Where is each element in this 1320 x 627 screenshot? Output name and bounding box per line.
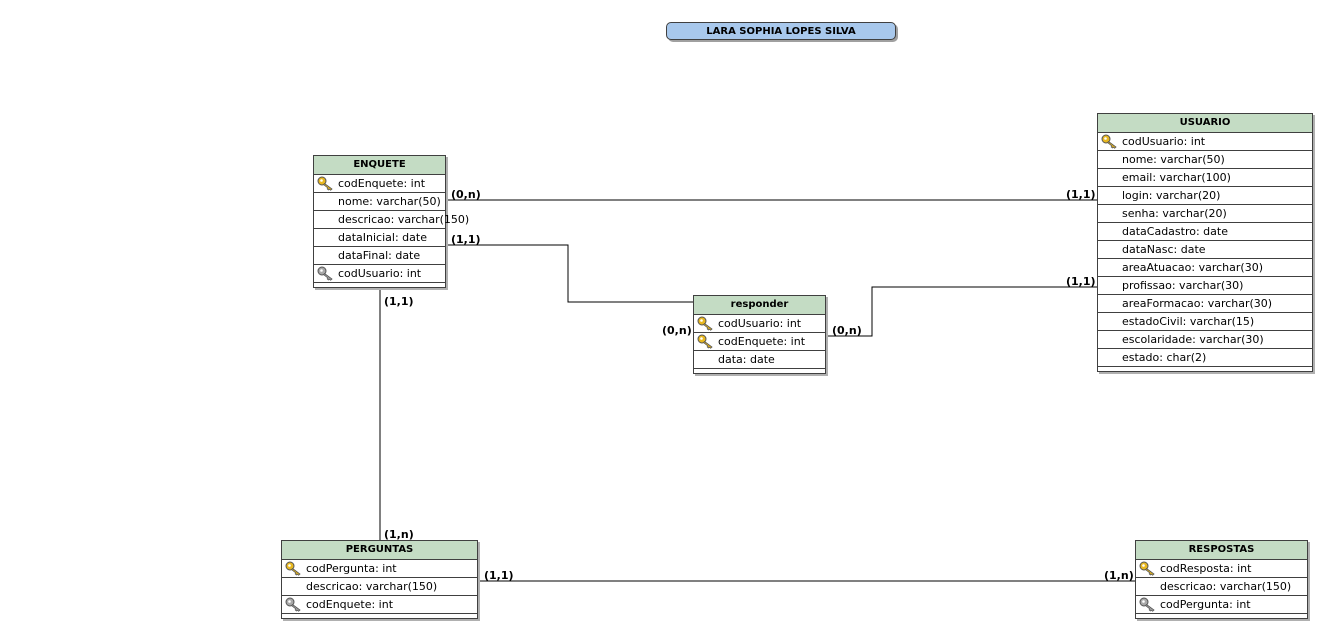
attribute-label: descricao: varchar(150) xyxy=(306,580,438,593)
attribute-label: dataFinal: date xyxy=(338,249,421,262)
cardinality-label: (1,n) xyxy=(384,528,414,541)
attribute-label: dataNasc: date xyxy=(1122,243,1206,256)
entity-header: PERGUNTAS xyxy=(282,541,477,560)
cardinality-label: (0,n) xyxy=(662,324,692,337)
attribute-label: codPergunta: int xyxy=(1160,598,1251,611)
attribute-row: nome: varchar(50) xyxy=(314,193,445,211)
cardinality-label: (1,1) xyxy=(1066,275,1096,288)
cardinality-label: (1,1) xyxy=(451,233,481,246)
attribute-row: data: date xyxy=(694,351,825,369)
cardinality-label: (0,n) xyxy=(451,188,481,201)
attribute-row: codUsuario: int xyxy=(1098,133,1312,151)
attribute-label: senha: varchar(20) xyxy=(1122,207,1227,220)
attribute-row: descricao: varchar(150) xyxy=(314,211,469,229)
attribute-label: nome: varchar(50) xyxy=(338,195,441,208)
primary-key-icon xyxy=(285,561,302,576)
attribute-row: dataFinal: date xyxy=(314,247,445,265)
primary-key-icon xyxy=(1139,561,1156,576)
attribute-label: areaAtuacao: varchar(30) xyxy=(1122,261,1264,274)
cardinality-label: (1,1) xyxy=(1066,188,1096,201)
cardinality-label: (1,n) xyxy=(1104,569,1134,582)
entity-usuario[interactable]: USUARIO codUsuario: int nome: varchar(50… xyxy=(1097,113,1313,372)
attribute-label: descricao: varchar(150) xyxy=(1160,580,1292,593)
attribute-row: codResposta: int xyxy=(1136,560,1307,578)
line-enquete-responder xyxy=(447,244,693,303)
attribute-label: codPergunta: int xyxy=(306,562,397,575)
attribute-label: nome: varchar(50) xyxy=(1122,153,1225,166)
cardinality-label: (1,1) xyxy=(484,569,514,582)
attribute-label: data: date xyxy=(718,353,775,366)
entity-header: USUARIO xyxy=(1098,114,1312,133)
attribute-row: dataCadastro: date xyxy=(1098,223,1312,241)
attribute-row: escolaridade: varchar(30) xyxy=(1098,331,1312,349)
attribute-label: descricao: varchar(150) xyxy=(338,213,470,226)
attribute-label: dataCadastro: date xyxy=(1122,225,1228,238)
primary-foreign-key-icon xyxy=(697,334,714,349)
attribute-row: codUsuario: int xyxy=(314,265,445,283)
attribute-label: estado: char(2) xyxy=(1122,351,1207,364)
attribute-label: login: varchar(20) xyxy=(1122,189,1221,202)
attribute-label: email: varchar(100) xyxy=(1122,171,1231,184)
entity-header: ENQUETE xyxy=(314,156,445,175)
foreign-key-icon xyxy=(317,266,334,281)
attribute-row: codEnquete: int xyxy=(694,333,825,351)
attribute-label: codUsuario: int xyxy=(338,267,422,280)
attribute-row: descricao: varchar(150) xyxy=(282,578,477,596)
primary-foreign-key-icon xyxy=(697,316,714,331)
entity-responder[interactable]: responder codUsuario: int codEnquete: in… xyxy=(693,295,826,374)
attribute-label: areaFormacao: varchar(30) xyxy=(1122,297,1273,310)
entity-perguntas[interactable]: PERGUNTAS codPergunta: int descricao: va… xyxy=(281,540,478,619)
attribute-label: dataInicial: date xyxy=(338,231,427,244)
attribute-row: dataNasc: date xyxy=(1098,241,1312,259)
primary-key-icon xyxy=(317,176,334,191)
entity-header: RESPOSTAS xyxy=(1136,541,1307,560)
attribute-label: escolaridade: varchar(30) xyxy=(1122,333,1264,346)
entity-respostas[interactable]: RESPOSTAS codResposta: int descricao: va… xyxy=(1135,540,1308,619)
attribute-row: estado: char(2) xyxy=(1098,349,1312,367)
attribute-row: login: varchar(20) xyxy=(1098,187,1312,205)
cardinality-label: (1,1) xyxy=(384,295,414,308)
attribute-label: codUsuario: int xyxy=(718,317,802,330)
foreign-key-icon xyxy=(285,597,302,612)
attribute-label: codResposta: int xyxy=(1160,562,1252,575)
attribute-row: areaFormacao: varchar(30) xyxy=(1098,295,1312,313)
attribute-label: codUsuario: int xyxy=(1122,135,1206,148)
attribute-label: codEnquete: int xyxy=(718,335,806,348)
attribute-row: codEnquete: int xyxy=(314,175,445,193)
entity-header: responder xyxy=(694,296,825,315)
attribute-label: estadoCivil: varchar(15) xyxy=(1122,315,1255,328)
foreign-key-icon xyxy=(1139,597,1156,612)
attribute-row: email: varchar(100) xyxy=(1098,169,1312,187)
attribute-row: areaAtuacao: varchar(30) xyxy=(1098,259,1312,277)
attribute-row: senha: varchar(20) xyxy=(1098,205,1312,223)
attribute-label: codEnquete: int xyxy=(306,598,394,611)
attribute-label: profissao: varchar(30) xyxy=(1122,279,1244,292)
attribute-row: estadoCivil: varchar(15) xyxy=(1098,313,1312,331)
attribute-row: descricao: varchar(150) xyxy=(1136,578,1307,596)
attribute-row: codEnquete: int xyxy=(282,596,477,614)
attribute-row: codPergunta: int xyxy=(282,560,477,578)
attribute-row: codPergunta: int xyxy=(1136,596,1307,614)
attribute-row: nome: varchar(50) xyxy=(1098,151,1312,169)
attribute-label: codEnquete: int xyxy=(338,177,426,190)
attribute-row: codUsuario: int xyxy=(694,315,825,333)
line-responder-usuario xyxy=(826,286,1097,337)
entity-enquete[interactable]: ENQUETE codEnquete: int nome: varchar(50… xyxy=(313,155,469,288)
attribute-row: dataInicial: date xyxy=(314,229,445,247)
attribute-row: profissao: varchar(30) xyxy=(1098,277,1312,295)
cardinality-label: (0,n) xyxy=(832,324,862,337)
diagram-title: LARA SOPHIA LOPES SILVA xyxy=(666,22,896,40)
primary-key-icon xyxy=(1101,134,1118,149)
